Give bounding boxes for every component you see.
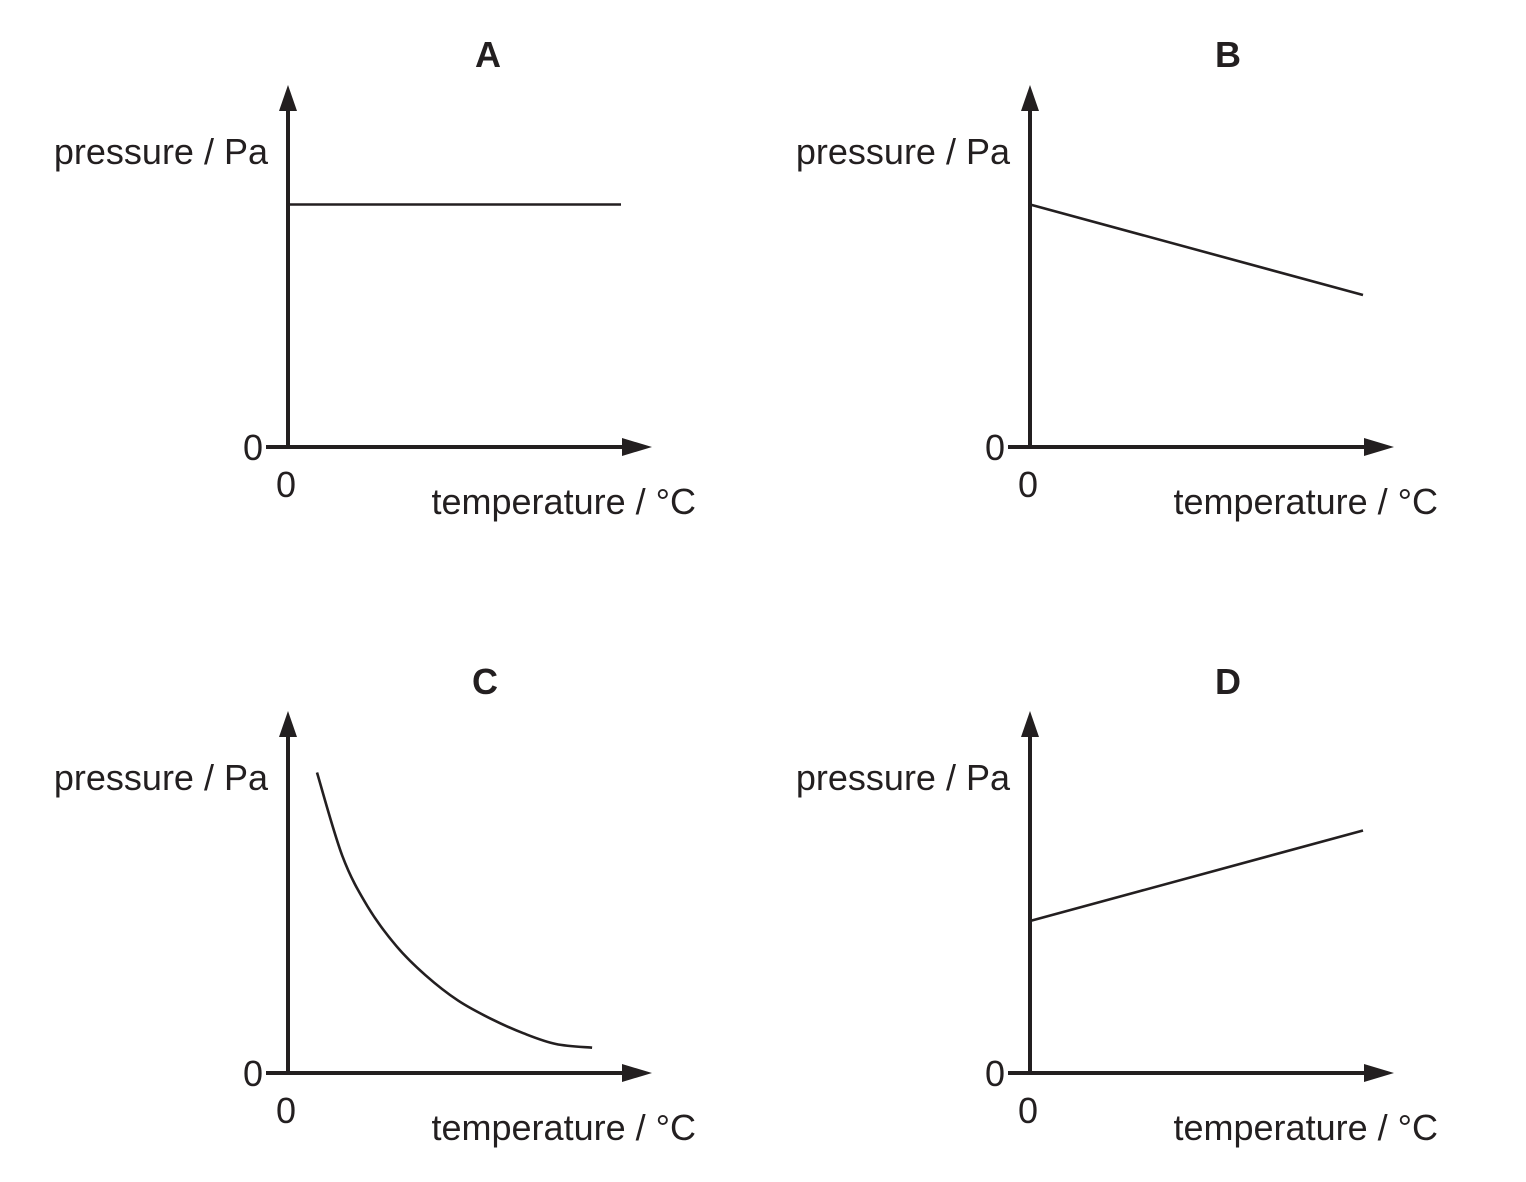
x-axis-arrow-icon	[1364, 1064, 1394, 1082]
x-axis-label: temperature / °C	[1174, 481, 1439, 522]
y-axis-label: pressure / Pa	[796, 757, 1011, 798]
y-origin-tick-label: 0	[243, 1053, 263, 1094]
x-axis-arrow-icon	[622, 438, 652, 456]
x-origin-tick-label: 0	[276, 464, 296, 505]
panel-title: D	[1215, 661, 1241, 702]
y-axis-label: pressure / Pa	[796, 131, 1011, 172]
y-axis-arrow-icon	[1021, 711, 1039, 737]
y-origin-tick-label: 0	[243, 427, 263, 468]
series-line	[1029, 829, 1364, 923]
y-origin-tick-label: 0	[985, 1053, 1005, 1094]
y-axis-label: pressure / Pa	[54, 757, 269, 798]
x-origin-tick-label: 0	[1018, 1090, 1038, 1131]
panel-title: C	[472, 661, 498, 702]
x-axis-label: temperature / °C	[432, 1107, 697, 1148]
y-origin-tick-label: 0	[985, 427, 1005, 468]
panel-b: B pressure / Pa temperature / °C 0 0	[796, 34, 1438, 522]
series-line	[315, 772, 593, 1049]
panel-title: B	[1215, 34, 1241, 75]
x-origin-tick-label: 0	[1018, 464, 1038, 505]
panel-title: A	[475, 34, 501, 75]
series-line	[1029, 203, 1364, 297]
x-axis-label: temperature / °C	[1174, 1107, 1439, 1148]
y-axis-arrow-icon	[279, 711, 297, 737]
x-axis-label: temperature / °C	[432, 481, 697, 522]
panel-d: D pressure / Pa temperature / °C 0 0	[796, 661, 1438, 1148]
panel-c: C pressure / Pa temperature / °C 0 0	[54, 661, 696, 1148]
y-axis-arrow-icon	[1021, 85, 1039, 111]
y-axis-arrow-icon	[279, 85, 297, 111]
x-axis-arrow-icon	[1364, 438, 1394, 456]
y-axis-label: pressure / Pa	[54, 131, 269, 172]
panel-a: A pressure / Pa temperature / °C 0 0	[54, 34, 696, 522]
x-origin-tick-label: 0	[276, 1090, 296, 1131]
x-axis-arrow-icon	[622, 1064, 652, 1082]
